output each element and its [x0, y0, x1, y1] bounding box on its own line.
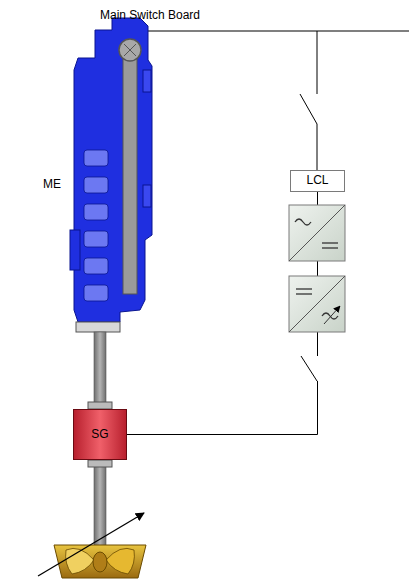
node-text: SG	[91, 428, 108, 441]
feeder-wire	[317, 31, 318, 94]
bus-label: Main Switch Board	[100, 9, 200, 22]
switch-blade	[300, 94, 317, 124]
engine-label: ME	[43, 178, 61, 191]
cylinder-cover	[84, 285, 108, 301]
shaft-flange	[88, 402, 112, 409]
cylinder-cover	[84, 258, 108, 274]
shaft-generator: SG	[73, 409, 127, 460]
shaft-flange	[88, 460, 112, 467]
cylinder-cover	[84, 177, 108, 193]
cp-propeller	[38, 513, 146, 578]
switch-blade	[301, 356, 317, 381]
node-text: LCL	[306, 174, 328, 187]
main-engine	[70, 18, 152, 322]
inverter-symbol	[289, 276, 345, 332]
cylinder-cover	[84, 150, 108, 166]
engine-cylinders	[84, 150, 108, 301]
filter-box: LCL	[290, 170, 345, 192]
feeder-wire	[317, 124, 318, 170]
cylinder-cover	[84, 231, 108, 247]
rectifier-symbol	[289, 205, 345, 261]
cylinder-cover	[84, 204, 108, 220]
coupling-flange	[76, 322, 120, 332]
